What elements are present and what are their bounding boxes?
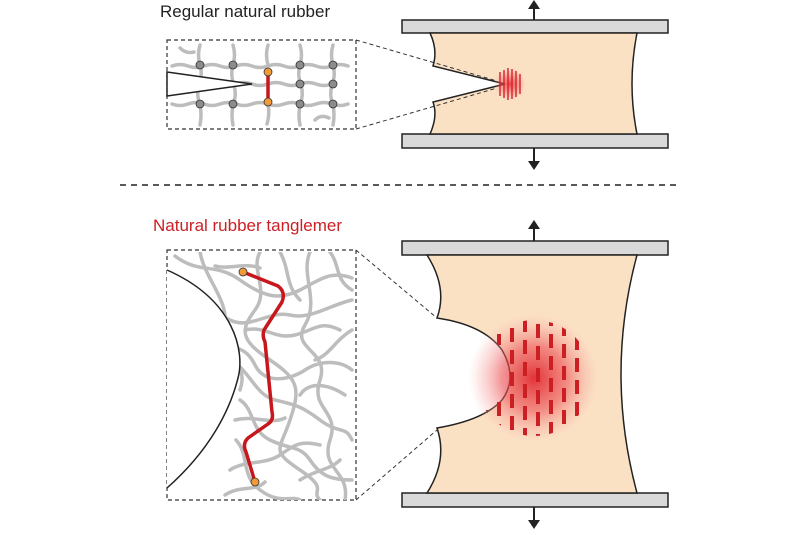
- arrow-up-icon: [528, 220, 540, 241]
- panel-title-tanglemer: Natural rubber tanglemer: [153, 216, 342, 235]
- panel-title-regular: Regular natural rubber: [160, 2, 331, 21]
- crack-icon: [166, 71, 253, 97]
- loaded-strand: [263, 67, 273, 107]
- top-clamp-plate: [401, 19, 669, 34]
- top-clamp-plate: [401, 240, 669, 256]
- arrow-down-icon: [528, 148, 540, 170]
- rubber-specimen: [428, 32, 638, 135]
- crosslink-node-icon: [195, 60, 338, 109]
- tanglemer-panel: [166, 220, 669, 529]
- arrow-up-icon: [528, 0, 540, 20]
- regular-rubber-panel: [166, 0, 669, 170]
- crack-tip-stress: [494, 68, 526, 100]
- arrow-down-icon: [528, 507, 540, 529]
- stress-dissipation-zone: [468, 312, 600, 444]
- bottom-clamp-plate: [401, 133, 669, 149]
- bottom-clamp-plate: [401, 492, 669, 508]
- loaded-strand: [238, 267, 286, 487]
